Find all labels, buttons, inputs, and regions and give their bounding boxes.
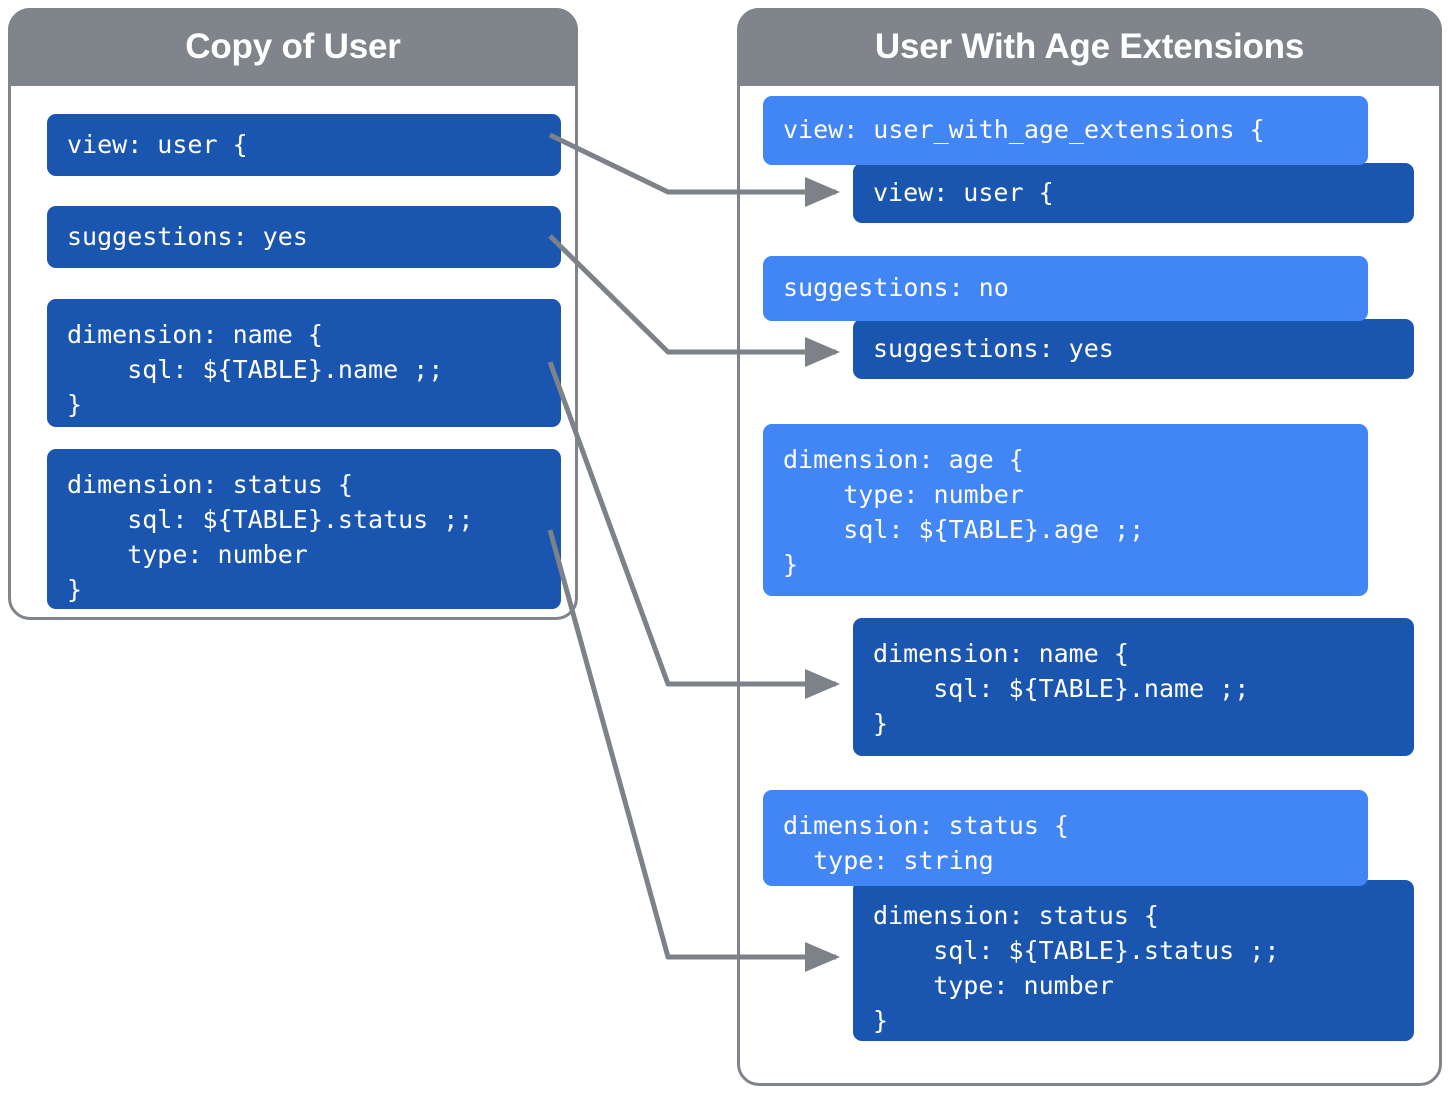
right-block-view-user: view: user { [853,163,1414,223]
left-block-suggestions: suggestions: yes [47,206,561,268]
right-block-dimension-status-string: dimension: status { type: string [763,790,1368,886]
right-block-view-user-with-age-extensions: view: user_with_age_extensions { [763,96,1368,165]
right-block-dimension-status-number: dimension: status { sql: ${TABLE}.status… [853,880,1414,1041]
right-block-dimension-age: dimension: age { type: number sql: ${TAB… [763,424,1368,596]
left-block-view-user: view: user { [47,114,561,176]
right-block-suggestions-yes: suggestions: yes [853,319,1414,379]
panel-right-title: User With Age Extensions [737,8,1442,86]
left-block-dimension-status: dimension: status { sql: ${TABLE}.status… [47,449,561,609]
left-block-dimension-name: dimension: name { sql: ${TABLE}.name ;; … [47,299,561,427]
panel-left-title: Copy of User [8,8,578,86]
panel-copy-of-user: Copy of User view: user { suggestions: y… [8,8,578,620]
right-block-suggestions-no: suggestions: no [763,256,1368,321]
right-block-dimension-name: dimension: name { sql: ${TABLE}.name ;; … [853,618,1414,756]
